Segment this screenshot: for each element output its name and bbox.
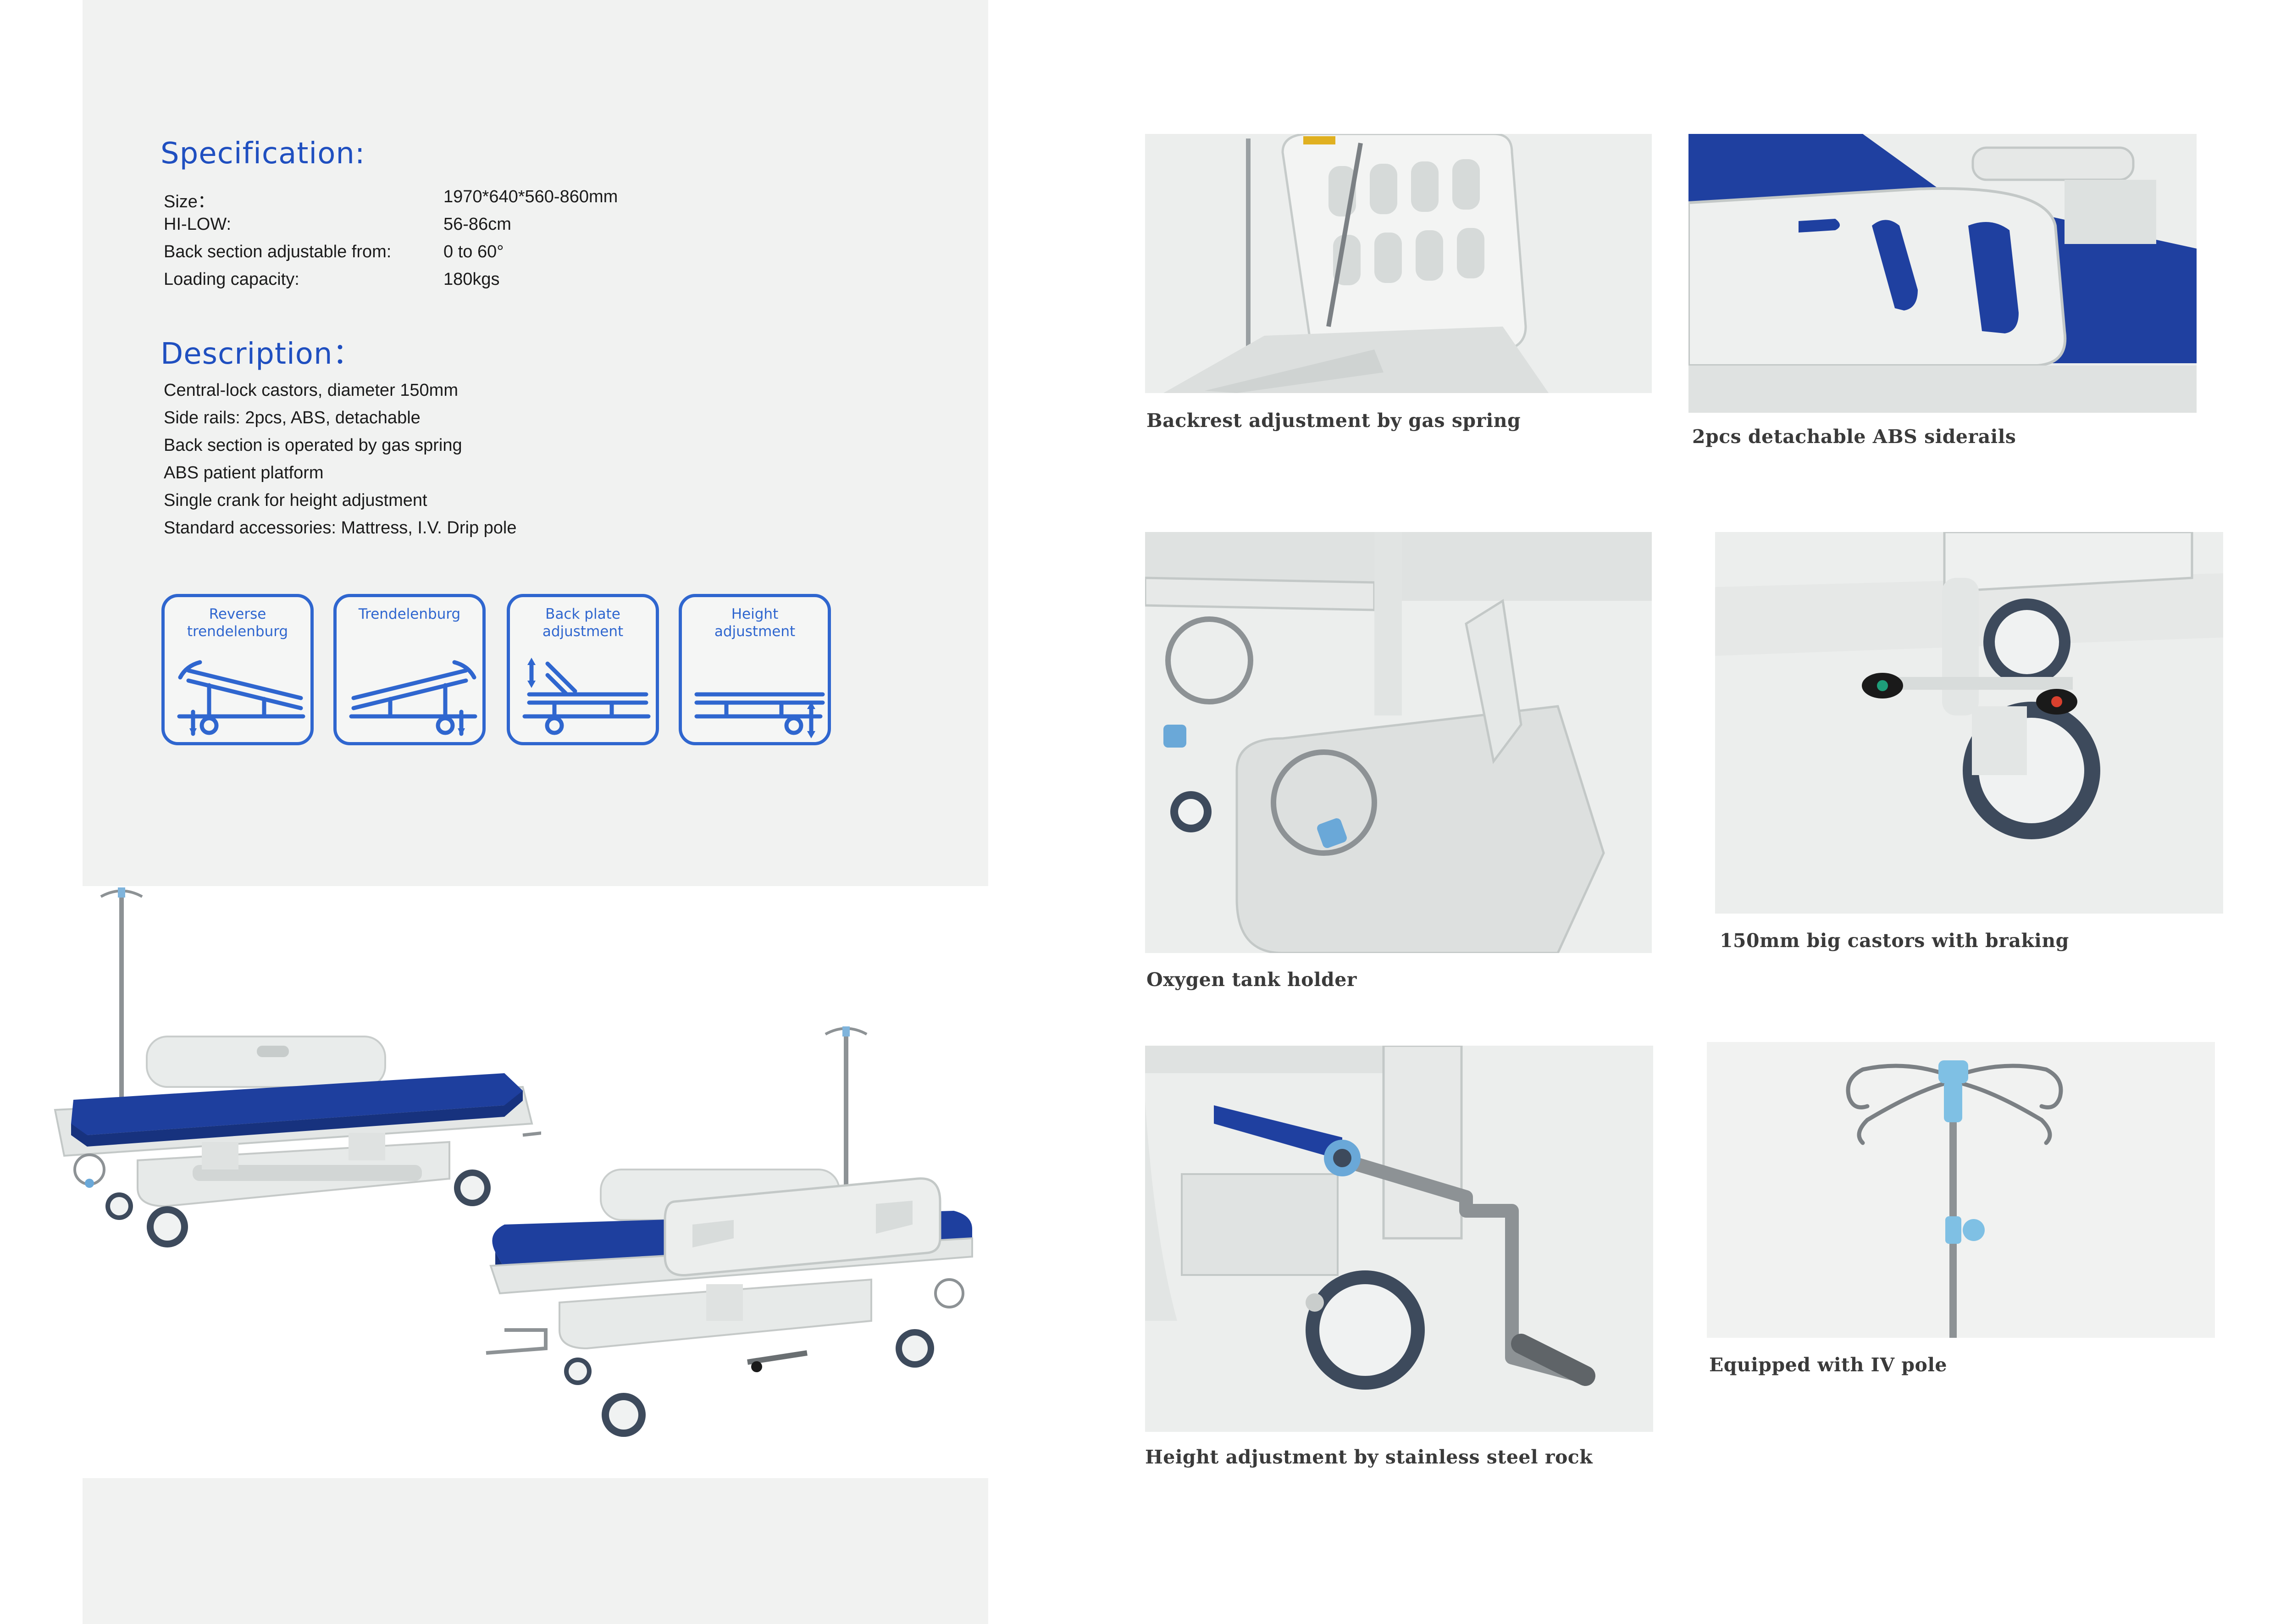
height-crank-photo-illustration	[1145, 1046, 1653, 1432]
spec-label: HI-LOW:	[164, 215, 232, 234]
caption-backrest: Backrest adjustment by gas spring	[1146, 410, 1521, 432]
back-plate-adjustment-icon	[522, 658, 651, 735]
spec-value: 0 to 60°	[443, 242, 504, 261]
spec-value: 56-86cm	[443, 215, 511, 234]
oxygen-holder-photo-illustration	[1145, 532, 1652, 953]
desc-item: Side rails: 2pcs, ABS, detachable	[164, 408, 421, 427]
spec-value: 180kgs	[443, 270, 500, 289]
photo-backrest	[1145, 134, 1652, 393]
photo-siderails	[1688, 134, 2197, 413]
spec-row-hi-low: HI-LOW: 56-86cm	[164, 215, 714, 240]
caption-oxygen-holder: Oxygen tank holder	[1146, 969, 1357, 991]
footer-panel	[83, 1478, 988, 1624]
photo-oxygen-holder	[1145, 532, 1652, 953]
feature-label: Reverse trendelenburg	[187, 606, 288, 640]
spec-row-size: Size： 1970*640*560-860mm	[164, 187, 714, 213]
desc-item: Central-lock castors, diameter 150mm	[164, 381, 458, 400]
caption-height-crank: Height adjustment by stainless steel roc…	[1145, 1446, 1593, 1468]
feature-label: Trendelenburg	[358, 606, 461, 622]
feature-label: Back plate adjustment	[542, 606, 624, 640]
siderails-photo-illustration	[1688, 134, 2197, 413]
reverse-trendelenburg-icon	[177, 660, 305, 736]
desc-item: ABS patient platform	[164, 463, 324, 482]
feature-trendelenburg: Trendelenburg	[333, 594, 486, 745]
castors-photo-illustration	[1715, 532, 2223, 914]
iv-pole-photo-illustration	[1707, 1042, 2215, 1338]
spec-value: 1970*640*560-860mm	[443, 187, 618, 206]
height-adjustment-icon	[694, 692, 825, 738]
desc-item: Standard accessories: Mattress, I.V. Dri…	[164, 518, 517, 538]
description-title: Description：	[161, 337, 363, 371]
feature-reverse-trendelenburg: Reverse trendelenburg	[161, 594, 314, 745]
caption-siderails: 2pcs detachable ABS siderails	[1692, 426, 2016, 448]
spec-label: Back section adjustable from:	[164, 242, 392, 261]
spec-row-back-section: Back section adjustable from: 0 to 60°	[164, 242, 714, 268]
stretcher-product-image-2	[486, 1026, 973, 1437]
photo-iv-pole	[1707, 1042, 2215, 1338]
desc-item: Single crank for height adjustment	[164, 491, 427, 510]
desc-item: Back section is operated by gas spring	[164, 436, 462, 455]
spec-label: Loading capacity:	[164, 270, 299, 289]
spec-row-loading: Loading capacity: 180kgs	[164, 270, 714, 295]
feature-label: Height adjustment	[714, 606, 796, 640]
photo-height-crank	[1145, 1046, 1653, 1432]
photo-castors	[1715, 532, 2223, 914]
caption-castors: 150mm big castors with braking	[1720, 930, 2069, 952]
feature-height: Height adjustment	[679, 594, 831, 745]
spec-label: Size：	[164, 192, 215, 211]
trendelenburg-icon	[349, 660, 477, 736]
caption-iv-pole: Equipped with IV pole	[1709, 1354, 1947, 1376]
stretcher-product-image-1	[54, 887, 541, 1247]
specification-title: Specification:	[161, 137, 365, 171]
feature-back-plate: Back plate adjustment	[507, 594, 659, 745]
backrest-photo-illustration	[1145, 134, 1652, 393]
